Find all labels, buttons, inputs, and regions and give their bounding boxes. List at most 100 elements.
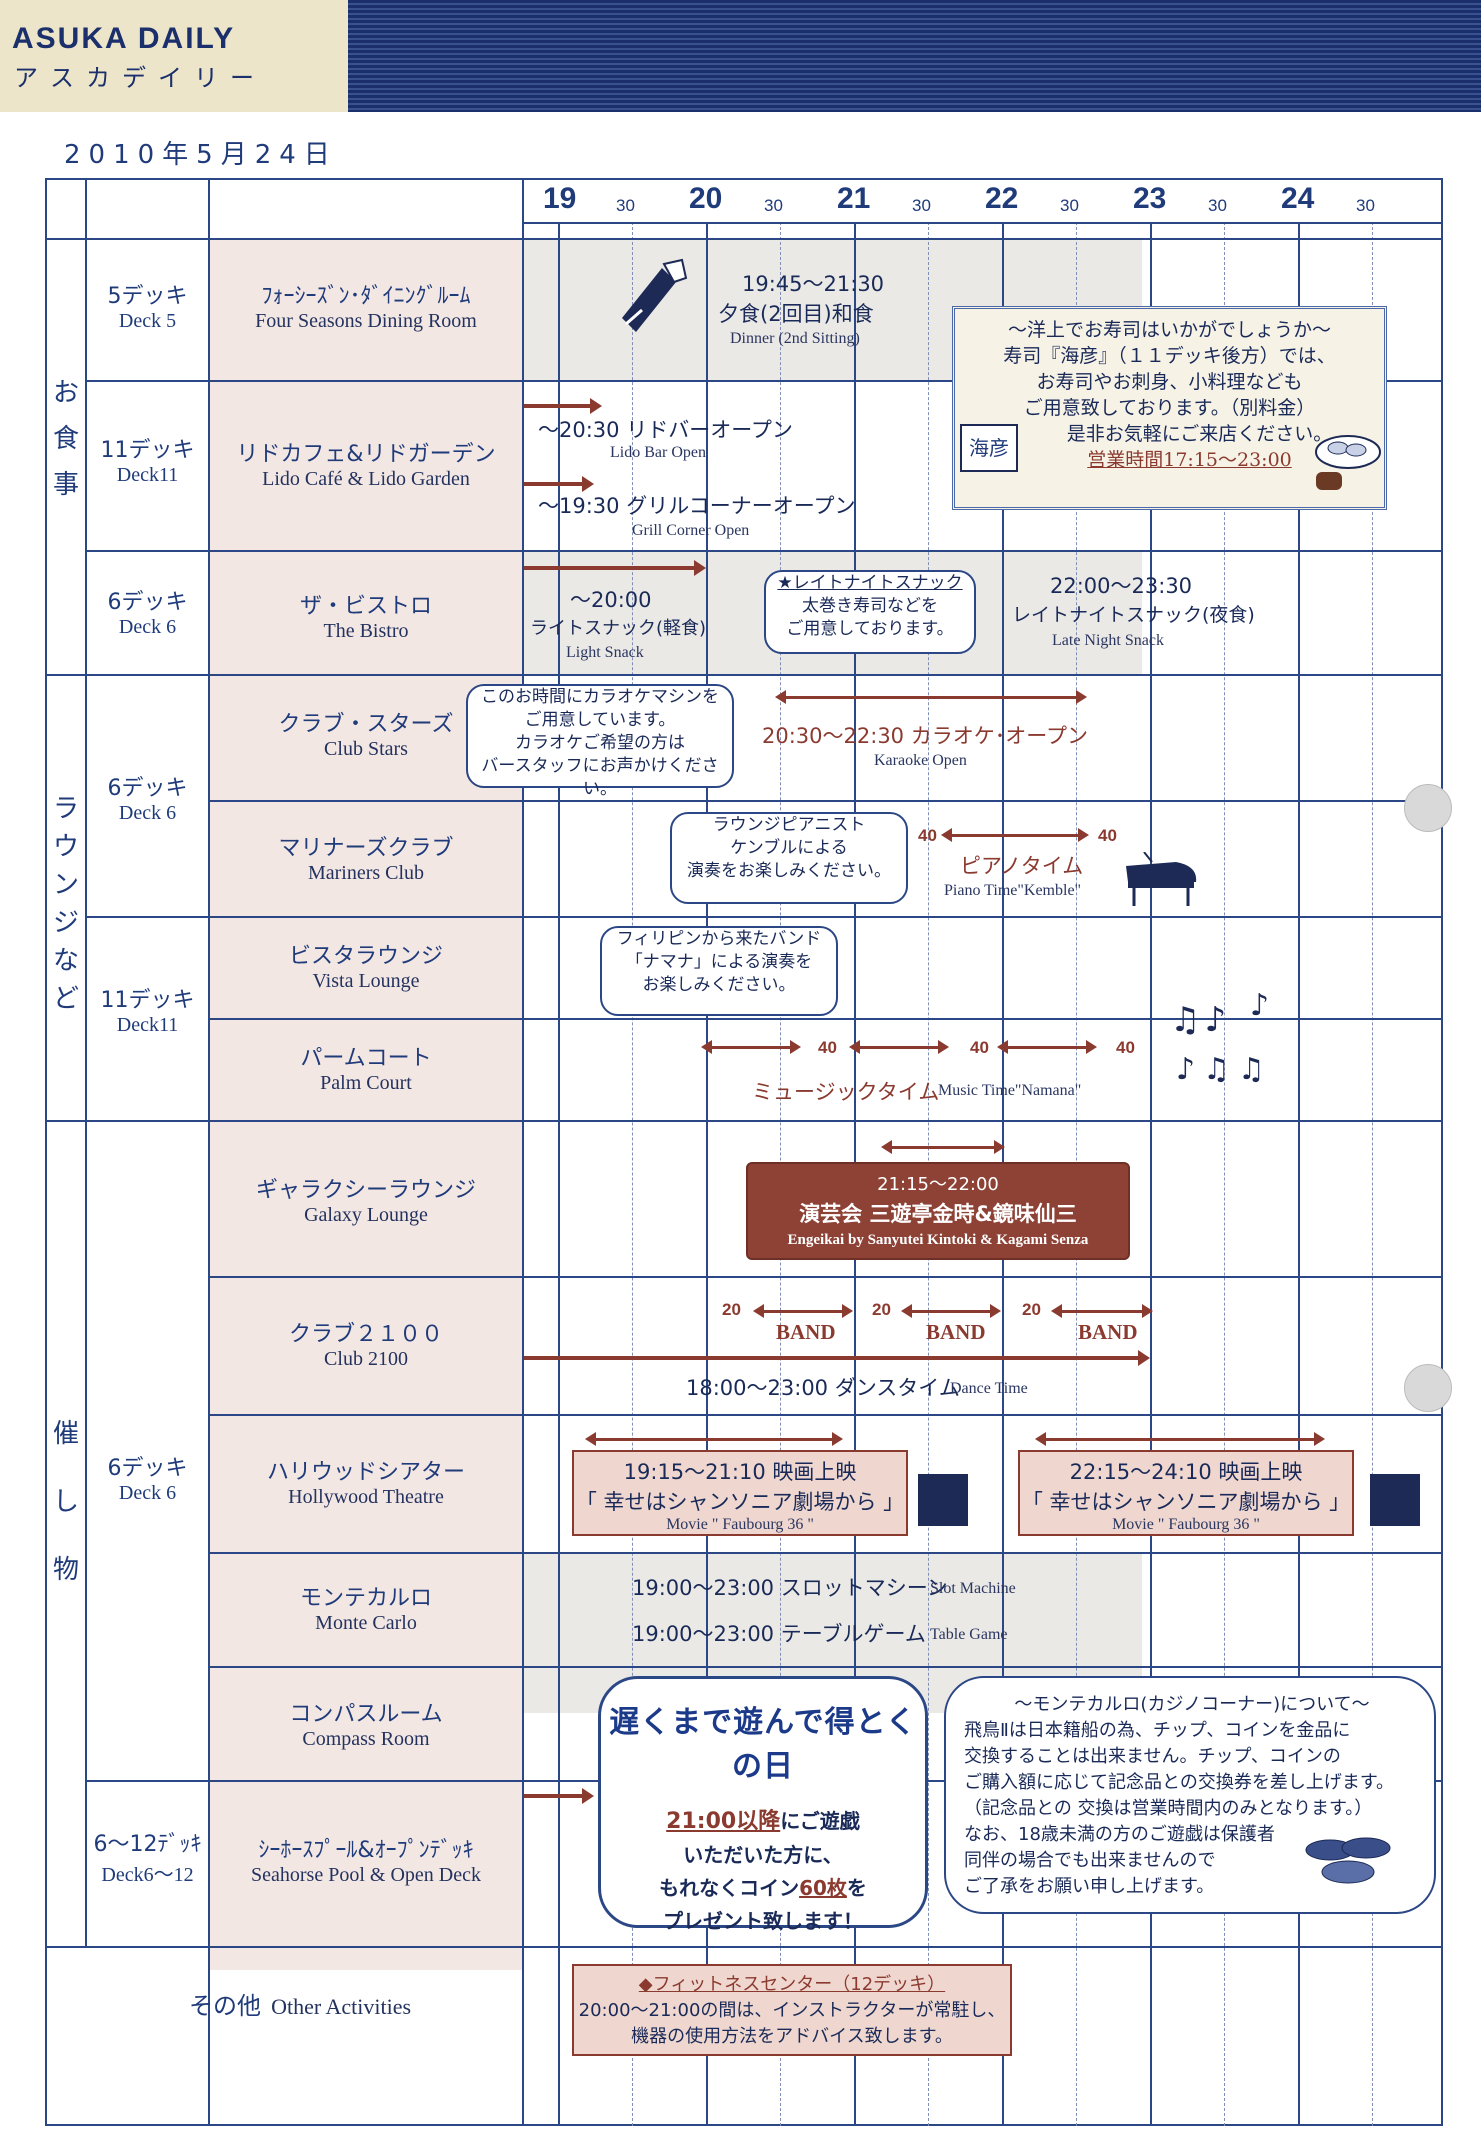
music-num-1: 40 <box>818 1038 837 1057</box>
movie2-box: 22:15～24:10 映画上映 「 幸せはシャンソニア劇場から 」 Movie… <box>1018 1450 1354 1536</box>
dinner-sushi-icon <box>622 258 688 332</box>
engei-label: 演芸会 三遊亭金時&鏡味仙三 <box>799 1202 1077 1226</box>
category-dining: お食事 <box>52 378 79 500</box>
band-arrow-3 <box>1051 1304 1153 1318</box>
late-snack-en: Late Night Snack <box>1052 632 1164 649</box>
karaoke-bubble-line-2: ご用意しています。 <box>524 710 676 730</box>
row-line-10 <box>208 1552 1443 1554</box>
table-label: 19:00～23:00 テーブルゲーム <box>632 1622 926 1646</box>
brand-box <box>0 0 348 112</box>
dance-en: Dance Time <box>950 1380 1028 1397</box>
slot-label: 19:00～23:00 スロットマシーン <box>632 1576 948 1600</box>
late-bubble-line-1: 太巻き寿司などを <box>802 596 938 616</box>
row-line-7 <box>45 1120 1443 1122</box>
sushi-hours: 営業時間17:15～23:00 <box>1087 449 1292 471</box>
band-bubble: フィリピンから来たバンド 「ナマナ」による演奏を お楽しみください。 <box>600 926 838 1016</box>
piano-num-1: 40 <box>918 826 937 845</box>
row-line-4 <box>208 800 1443 802</box>
light-snack-arrow <box>524 560 706 576</box>
sushi-plate-icon <box>1315 435 1381 490</box>
casino-notice-line-4: （記念品との 交換は営業時間内のみとなります。） <box>964 1798 1373 1819</box>
movie2-arrow <box>1035 1432 1325 1446</box>
piano-bubble: ラウンジピアニスト ケンブルによる 演奏をお楽しみください。 <box>670 812 908 904</box>
piano-en: Piano Time"Kemble" <box>944 882 1082 899</box>
half-2030: 30 <box>764 196 783 215</box>
karaoke-arrow <box>775 690 1087 704</box>
band-arrow-2 <box>901 1304 1001 1318</box>
movie2-time: 22:15～24:10 映画上映 <box>1069 1460 1303 1484</box>
hour-24: 24 <box>1281 182 1315 215</box>
row-line-1 <box>85 380 1443 382</box>
brand-title: ASUKA DAILY <box>12 22 236 55</box>
col-line-venue <box>522 178 524 2126</box>
promo-box: 遅くまで遊んで得とくの日 21:00以降にご遊戯 いただいた方に、 もれなくコイ… <box>598 1676 928 1933</box>
hour-22: 22 <box>985 182 1019 215</box>
casino-notice-line-5: なお、18歳未満の方のご遊戯は保護者 <box>964 1824 1275 1845</box>
movie1-time: 19:15～21:10 映画上映 <box>623 1460 857 1484</box>
row-line-2 <box>85 550 1443 552</box>
band-bubble-line-2: 「ナマナ」による演奏を <box>625 952 813 972</box>
sushi-title: ～洋上でお寿司はいかがでしょうか～ <box>1007 319 1331 341</box>
karaoke-bubble-line-3: カラオケご希望の方は <box>515 733 685 753</box>
half-2330: 30 <box>1208 196 1227 215</box>
half-2230: 30 <box>1060 196 1079 215</box>
casino-notice-line-6: 同伴の場合でも出来ませんので <box>964 1850 1216 1871</box>
time-axis-line <box>522 222 1443 224</box>
lido-bar-arrow <box>524 398 602 414</box>
music-label: ミュージックタイム <box>752 1080 940 1104</box>
fitness-line-2: 機器の使用方法をアドバイス致します。 <box>631 2026 953 2047</box>
grid-20 <box>706 222 708 2126</box>
movie2-title: 「 幸せはシャンソニア劇場から 」 <box>1021 1490 1351 1514</box>
promo-line-3: もれなくコイン60枚を <box>659 1876 867 1900</box>
music-notes-icon-3: ♪♫♫ <box>1176 1052 1273 1087</box>
binder-hole-bottom <box>1404 1364 1452 1412</box>
casino-chips-icon <box>1305 1837 1391 1884</box>
row-line-9 <box>208 1414 1443 1416</box>
grid-24 <box>1298 222 1300 2126</box>
piano-bubble-line-2: ケンブルによる <box>730 838 848 858</box>
music-note-icon-2: ♪ <box>1250 988 1270 1023</box>
music-arrow-1 <box>701 1040 801 1054</box>
casino-notice: ～モンテカルロ(カジノコーナー)について～ 飛鳥Ⅱは日本籍船の為、チップ、コイン… <box>944 1676 1436 1914</box>
music-arrow-3 <box>997 1040 1097 1054</box>
table-en: Table Game <box>930 1626 1008 1643</box>
dance-arrow <box>524 1350 1150 1366</box>
piano-bubble-line-1: ラウンジピアニスト <box>712 815 866 835</box>
piano-label: ピアノタイム <box>960 854 1084 878</box>
col-line-deck <box>208 178 210 2126</box>
hour-23: 23 <box>1133 182 1167 215</box>
grill-arrow <box>524 476 594 492</box>
row-line-3 <box>45 674 1443 676</box>
piano-arrow <box>941 828 1089 842</box>
engei-box: 21:15～22:00 演芸会 三遊亭金時&鏡味仙三 Engeikai by S… <box>746 1162 1130 1260</box>
casino-notice-line-7: ご了承をお願い申し上げます。 <box>964 1876 1215 1897</box>
band-label-1: BAND <box>776 1320 836 1344</box>
band-num-3: 20 <box>1022 1300 1041 1319</box>
grill-label: ～19:30 グリルコーナーオープン <box>538 494 856 518</box>
venue-column-shade <box>210 240 522 1970</box>
band-num-1: 20 <box>722 1300 741 1319</box>
engei-time: 21:15～22:00 <box>877 1174 999 1195</box>
music-en: Music Time"Namana" <box>938 1082 1082 1099</box>
piano-icon <box>1126 852 1197 906</box>
movie1-en: Movie " Faubourg 36 " <box>666 1516 814 1533</box>
hour-21: 21 <box>837 182 871 215</box>
band-arrow-1 <box>753 1304 853 1318</box>
grill-en: Grill Corner Open <box>632 522 750 539</box>
page-date: 2010年5月24日 <box>64 140 338 170</box>
karaoke-label: 20:30～22:30 カラオケ･オープン <box>762 724 1088 748</box>
grid-1930 <box>632 222 633 2126</box>
